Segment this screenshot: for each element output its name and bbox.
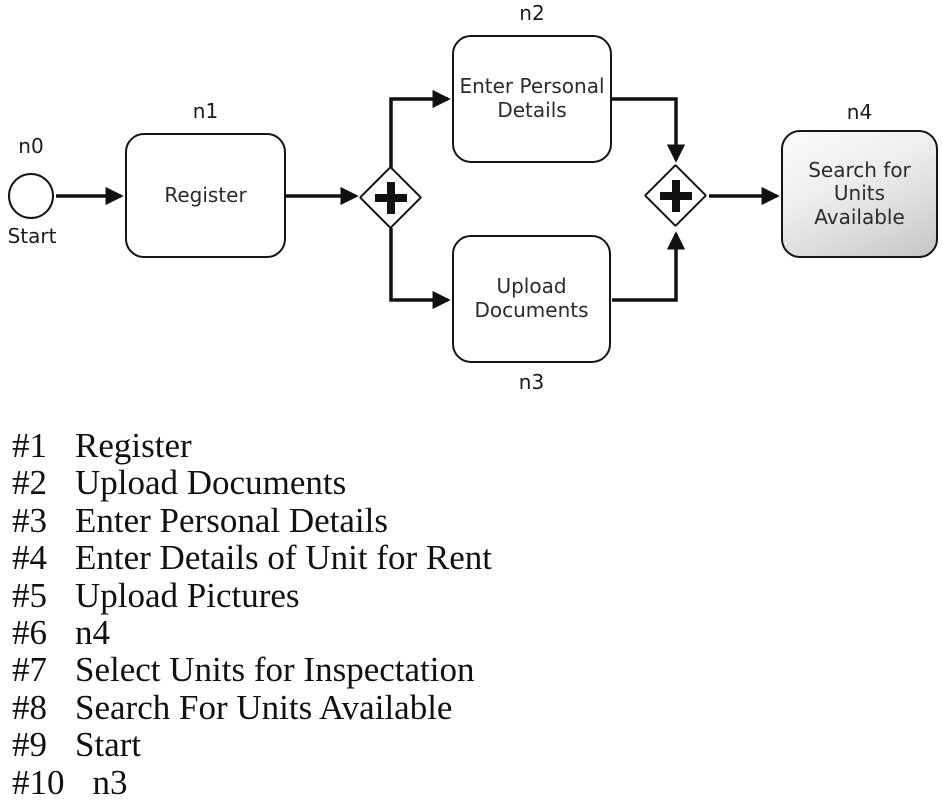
- list-item-label: n4: [75, 613, 110, 653]
- list-item-label: Search For Units Available: [75, 687, 453, 727]
- list-item-number: #6: [12, 613, 47, 653]
- task-upload-documents: Upload Documents: [452, 235, 611, 363]
- list-item: #4 Enter Details of Unit for Rent: [12, 538, 932, 578]
- node-id-n2: n2: [519, 1, 545, 25]
- plus-icon: [660, 180, 692, 212]
- node-id-n1: n1: [192, 99, 219, 123]
- list-item: #8 Search For Units Available: [12, 687, 932, 727]
- task-enter-personal-details: Enter Personal Details: [452, 35, 612, 163]
- node-id-n4: n4: [846, 100, 873, 124]
- node-name-list: #1 Register #2 Upload Documents #3 Enter…: [12, 427, 932, 801]
- list-item-label: Select Units for Inspectation: [75, 650, 475, 690]
- list-item-number: #2: [12, 463, 47, 503]
- flow-n2-to-gateway2: [612, 97, 686, 163]
- list-item-number: #4: [12, 538, 47, 578]
- list-item: #5 Upload Pictures: [12, 575, 932, 615]
- list-item-number: #3: [12, 500, 47, 540]
- flow-gateway1-to-n2: [389, 89, 451, 168]
- list-item-number: #1: [12, 426, 47, 465]
- list-item-number: #9: [12, 725, 47, 765]
- list-item: #2 Upload Documents: [12, 463, 932, 503]
- list-item-number: #8: [12, 687, 47, 727]
- task-search-for-units-available: Search for Units Available: [781, 130, 938, 258]
- list-item-label: Start: [75, 725, 142, 765]
- sequence-flow-arrows: [56, 89, 780, 310]
- list-item-label: n3: [92, 762, 128, 802]
- list-item: #7 Select Units for Inspectation: [12, 650, 932, 690]
- list-item-number: #7: [12, 650, 47, 690]
- list-item-label: Enter Personal Details: [75, 500, 388, 540]
- list-item-number: #10: [12, 762, 65, 802]
- task-register: Register: [125, 133, 286, 258]
- flow-gateway1-to-n3: [389, 228, 451, 310]
- list-item-number: #5: [12, 575, 47, 615]
- list-item-label: Enter Details of Unit for Rent: [75, 538, 492, 578]
- plus-icon: [375, 182, 407, 214]
- list-item-label: Register: [75, 426, 192, 465]
- list-item-label: Upload Pictures: [75, 575, 300, 615]
- list-item: #3 Enter Personal Details: [12, 500, 932, 540]
- start-event-label: Start: [7, 224, 57, 248]
- list-item-label: Upload Documents: [75, 463, 347, 503]
- list-item: #1 Register: [12, 426, 932, 465]
- list-item: #9 Start: [12, 725, 932, 765]
- list-item: #6 n4: [12, 613, 932, 653]
- start-event-circle: [8, 173, 54, 219]
- flow-n3-to-gateway2: [612, 231, 686, 302]
- node-id-n3: n3: [518, 370, 545, 394]
- process-diagram: n0 Start n1 Register n2 Enter Personal D…: [7, 1, 938, 394]
- list-item: #10 n3: [12, 762, 932, 802]
- node-id-n0: n0: [18, 134, 44, 158]
